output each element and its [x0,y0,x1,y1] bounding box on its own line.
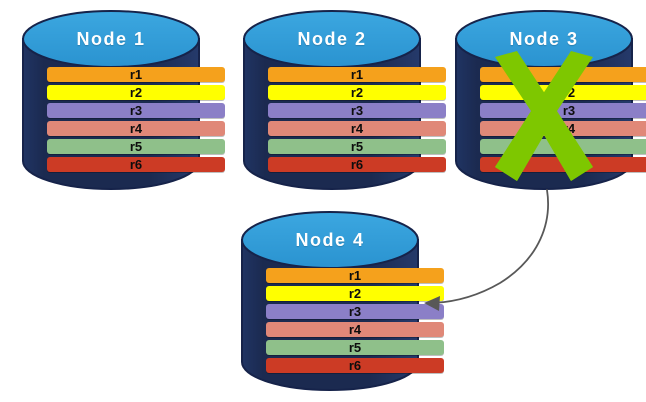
node-title: Node 1 [76,29,146,49]
node-title: Node 3 [509,29,579,49]
row-bar[interactable]: r4 [47,121,225,136]
node-title: Node 4 [295,230,365,250]
row-bar[interactable]: r3 [268,103,446,118]
row-bar[interactable]: r6 [47,157,225,172]
row-bar[interactable]: r2 [47,85,225,100]
row-bar[interactable]: r1 [480,67,646,82]
row-list: r1 r2 r3 r4 r5 r6 [243,67,471,172]
row-list: r1 r2 r3 r4 r5 r6 [22,67,250,172]
row-bar[interactable]: r3 [47,103,225,118]
row-bar[interactable]: r2 [268,85,446,100]
row-bar[interactable]: r4 [266,322,444,337]
row-bar[interactable]: r5 [47,139,225,154]
row-bar[interactable]: r4 [480,121,646,136]
row-bar[interactable]: r5 [480,139,646,154]
node-4[interactable]: Node 4 r1 r2 r3 r4 r5 r6 [241,210,444,392]
row-list: r1 r2 r3 r4 r5 r6 [455,67,646,172]
node-3[interactable]: Node 3 r1 r2 r3 r4 r5 r6 [455,9,646,191]
row-bar[interactable]: r3 [266,304,444,319]
row-bar[interactable]: r1 [47,67,225,82]
node-1[interactable]: Node 1 r1 r2 r3 r4 r5 r6 [22,9,225,191]
node-title: Node 2 [297,29,367,49]
row-bar[interactable]: r3 [480,103,646,118]
row-bar[interactable]: r2 [266,286,444,301]
row-bar[interactable]: r5 [268,139,446,154]
row-list: r1 r2 r3 r4 r5 r6 [241,268,469,373]
row-bar[interactable]: r1 [268,67,446,82]
row-bar[interactable]: r1 [266,268,444,283]
row-bar[interactable]: r2 [480,85,646,100]
row-bar[interactable]: r6 [268,157,446,172]
row-bar[interactable]: r5 [266,340,444,355]
row-bar[interactable]: r4 [268,121,446,136]
row-bar[interactable]: r6 [266,358,444,373]
node-2[interactable]: Node 2 r1 r2 r3 r4 r5 r6 [243,9,446,191]
row-bar[interactable]: r6 [480,157,646,172]
